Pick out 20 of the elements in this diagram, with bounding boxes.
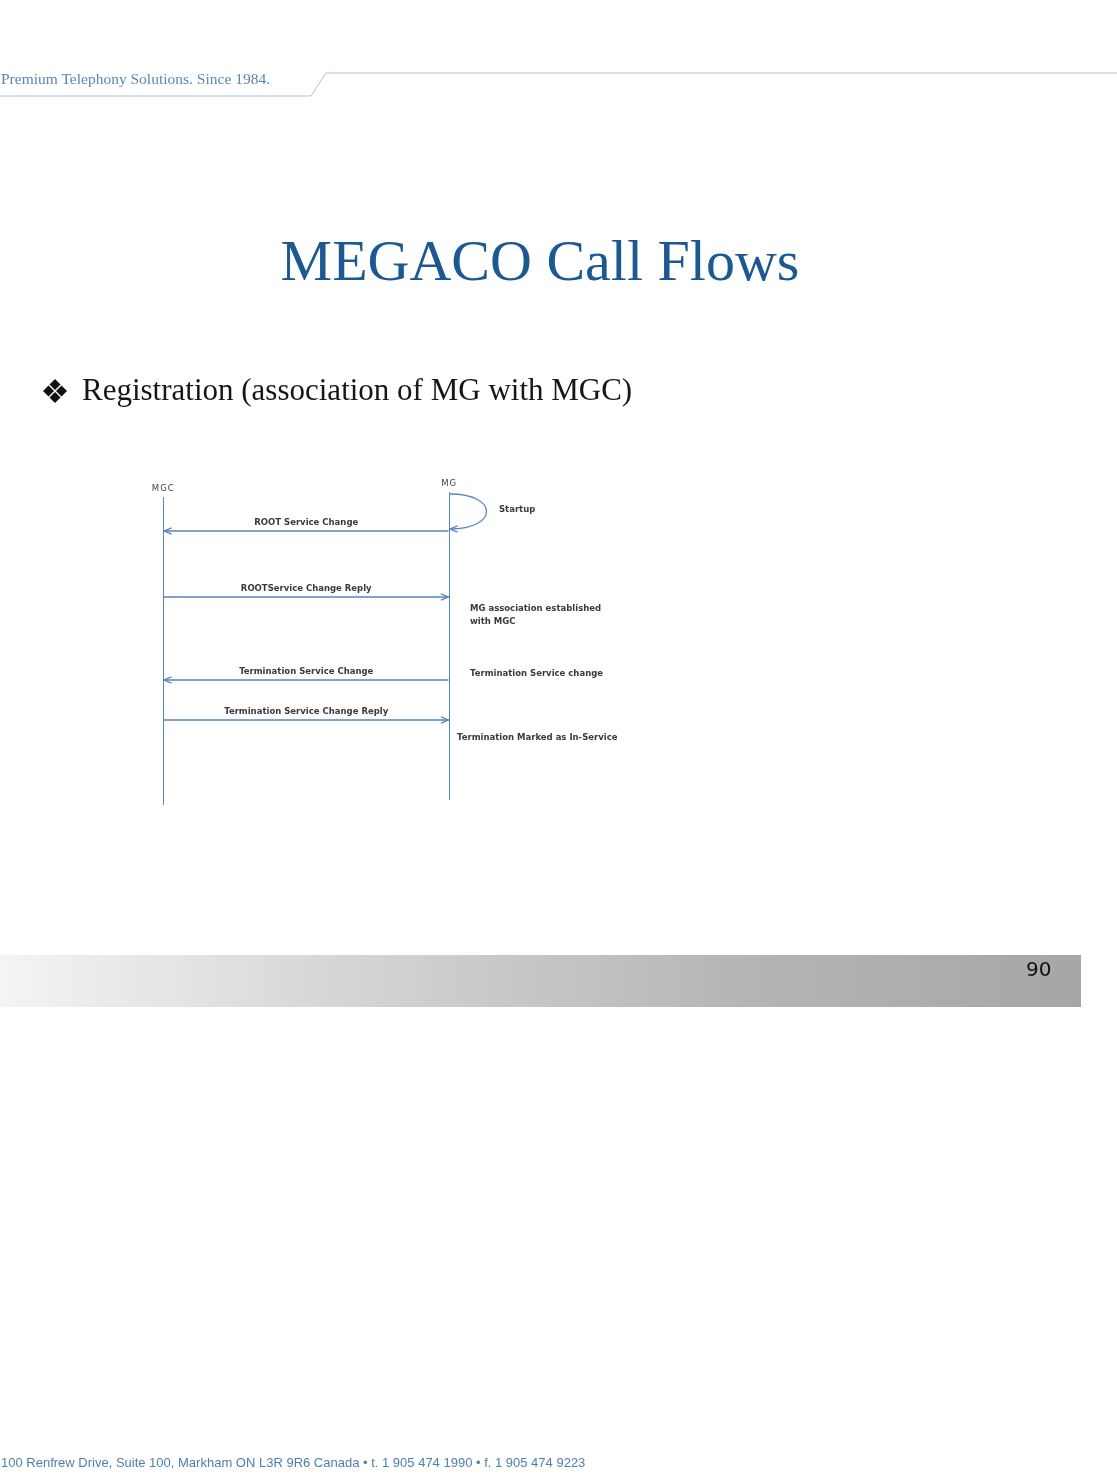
participant-label: MGC [151,483,175,494]
message-arrow [163,716,450,724]
edge-label: ROOTService Change Reply [239,583,373,594]
tagline: Premium Telephony Solutions. Since 1984. [1,69,270,89]
message-arrow [163,676,450,684]
edge-label: ROOT Service Change [253,517,360,528]
edge-label: Termination Service Change Reply [223,706,390,717]
self-loop-arrow [449,493,488,533]
edge-label: Termination Service Change [238,666,375,677]
annotation-note: Termination Marked as In-Service [457,732,618,743]
annotation-note: Termination Service change [470,668,604,679]
edge-label: Startup [498,503,537,515]
participant-label: MG [441,478,458,489]
annotation-note: MG association established with MGC [470,602,603,628]
message-arrow [163,593,450,601]
message-arrow [163,527,450,535]
bullet-text: Registration (association of MG with MGC) [82,371,633,408]
page-number: 90 [1026,957,1052,981]
slide-title: MEGACO Call Flows [280,229,800,293]
footer-address: 100 Renfrew Drive, Suite 100, Markham ON L3R 9R6 Canada • t. 1 905 474 1990 • f. 1 905 474 9223 [1,1455,586,1471]
